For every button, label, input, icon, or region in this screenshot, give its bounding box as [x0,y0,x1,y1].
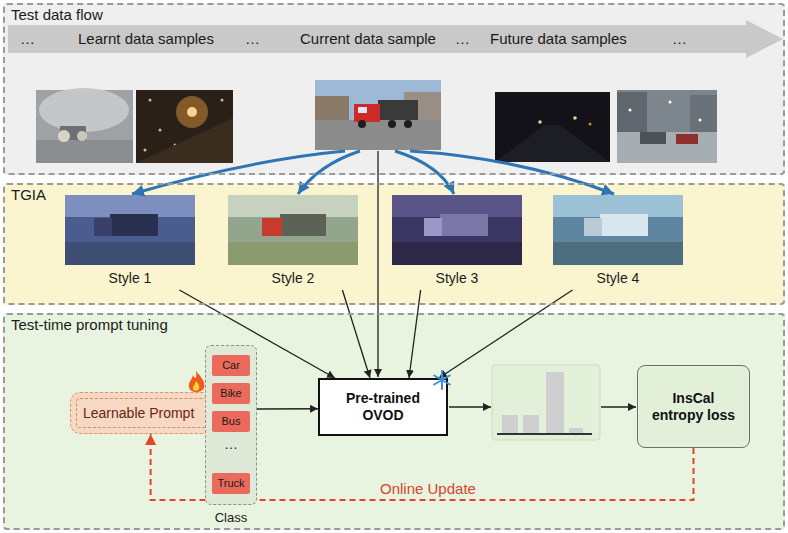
class-name: Car [222,359,240,372]
section-panel: Test-time prompt tuningLearnable PromptC… [3,313,785,530]
ellipsis-label: … [224,436,238,452]
flow-label: Learnt data samples [78,29,214,49]
style-image-box: Style 3 [392,195,522,290]
style-caption: Style 1 [109,270,152,287]
section-panel: TGIA Style 1 Style 2 Style 3 Style 4 [3,183,785,305]
class-tag: Bike [212,383,250,404]
prompt-box: Learnable Prompt [70,392,225,434]
prompt-label: Learnable Prompt [83,405,194,422]
flow-arrow [449,406,491,407]
panel-title: Test-time prompt tuning [11,316,168,334]
edge-label: Online Update [378,480,478,497]
style-image-box: Style 2 [228,195,358,290]
class-tag: Truck [212,473,250,494]
class-name: Bus [222,415,241,428]
model-box: Pre-trained OVOD [318,378,448,436]
style-image-box: Style 4 [553,195,683,290]
fog-photo [36,88,133,163]
flame-icon [189,371,205,392]
input-arrow [257,408,318,410]
panel-title: TGIA [11,186,46,204]
style-image [65,195,195,265]
style-image [228,195,358,265]
panel-title: Test data flow [11,6,103,24]
flow-label: … [245,29,260,49]
panel-ground [3,183,785,305]
style-caption: Style 2 [272,270,315,287]
style-image [553,195,683,265]
current-sample-photo [315,80,441,150]
snowy-street-photo [617,90,717,163]
snowflake-icon [434,371,450,389]
flow-arrow-band: … Learnt data samples … Current data sample… [8,20,783,58]
panel-ground [3,3,785,175]
panel-ground [3,313,785,530]
rainy-night-photo [136,90,233,163]
flow-label: Current data sample [300,29,436,49]
class-name: Truck [217,477,244,490]
class-caption: Class [215,510,248,526]
score-histogram [492,365,600,440]
style-caption: Style 4 [597,270,640,287]
style-image-box: Style 1 [65,195,195,290]
section-panel: Test data flow … Learnt data samples … Curre… [3,3,785,175]
flow-label: … [455,29,470,49]
flow-label: Future data samples [490,29,627,49]
class-list-box: ClassCarBikeBusTruck [205,345,257,505]
augmentation-arrows [132,151,614,194]
flow-label: … [20,29,35,49]
loss-label: InsCal entropy loss [646,390,742,424]
class-name: Bike [220,387,241,400]
flow-arrow [601,406,636,407]
dark-road-photo [495,92,610,162]
loss-box: InsCal entropy loss [637,365,750,448]
flow-label: … [672,29,687,49]
style-image [392,195,522,265]
class-tag: Car [212,355,250,376]
style-caption: Style 3 [436,270,479,287]
class-tag: Bus [212,411,250,432]
model-label: Pre-trained OVOD [337,390,429,424]
